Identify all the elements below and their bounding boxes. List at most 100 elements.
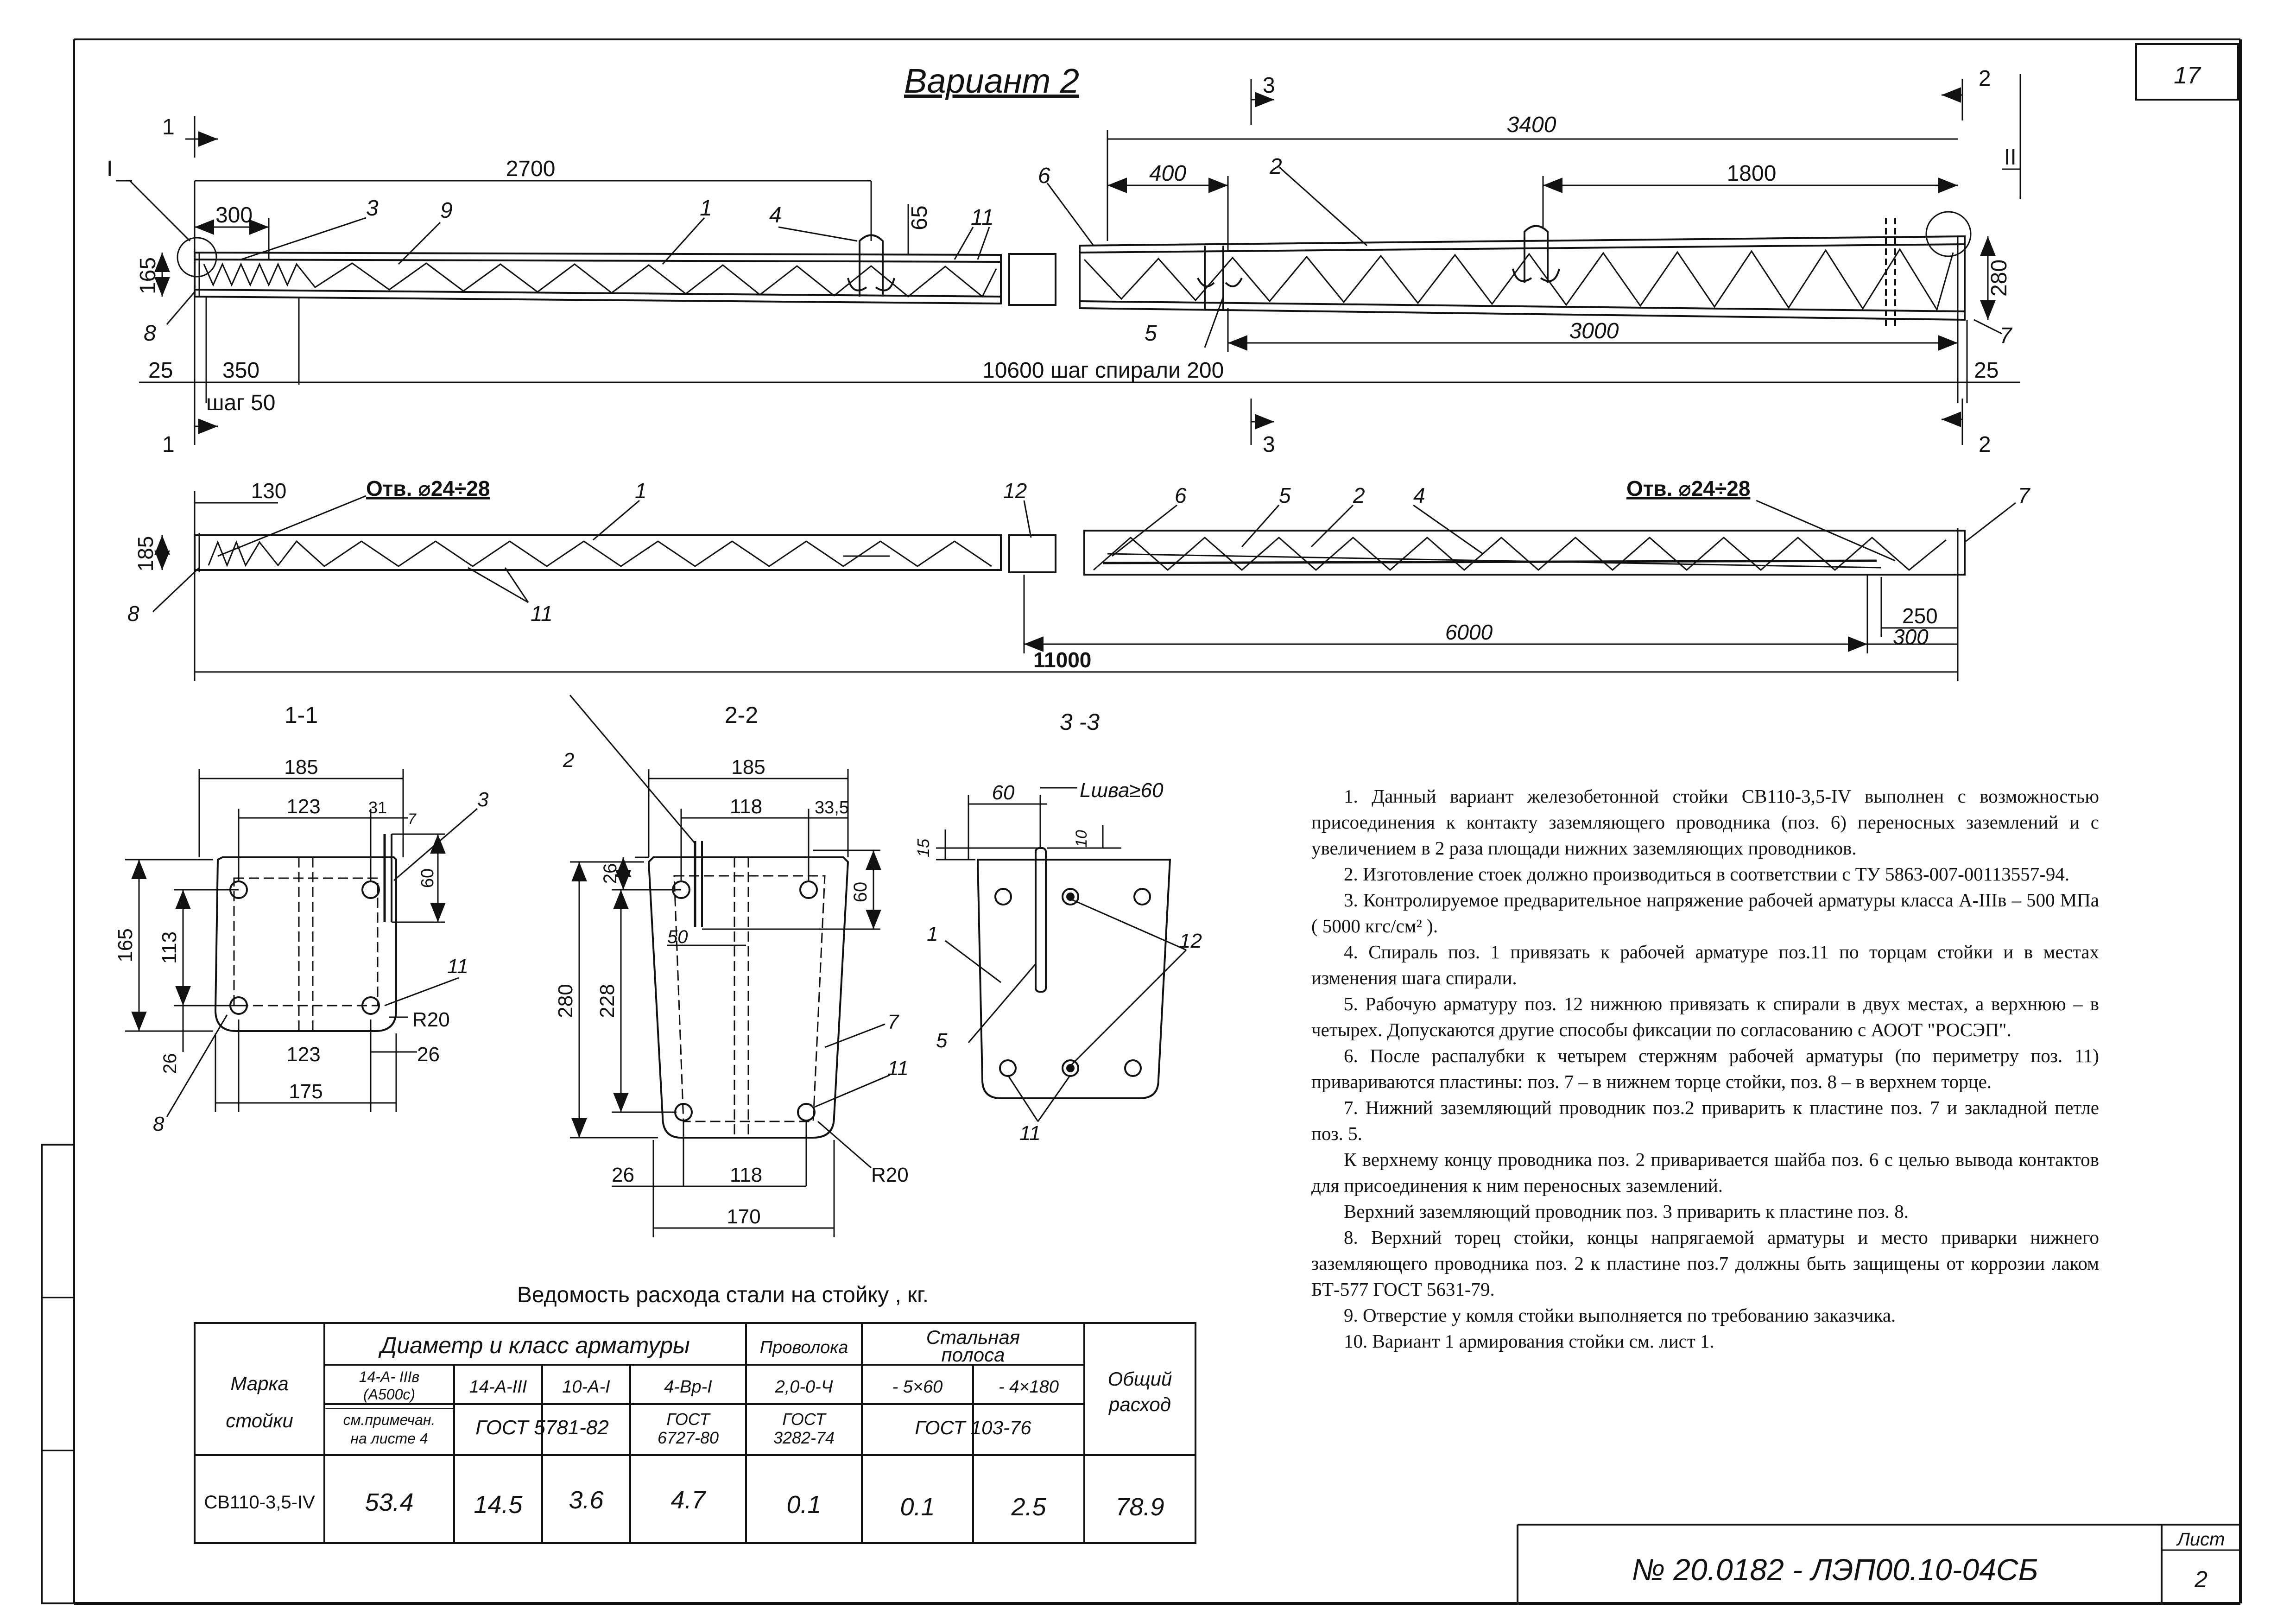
table-header-strip-1: Стальная bbox=[926, 1326, 1020, 1348]
table-col1-b: (А500с) bbox=[363, 1386, 415, 1403]
steel-table-grid bbox=[194, 1322, 1196, 1544]
table-header-total-2: расход bbox=[1108, 1393, 1171, 1415]
table-value-cell: 0.1 bbox=[786, 1491, 821, 1519]
dim-6000: 6000 bbox=[1445, 620, 1493, 644]
table-col1-d: на листе 4 bbox=[350, 1430, 428, 1447]
pos-3-1: 1 bbox=[927, 923, 938, 945]
dim-130: 130 bbox=[251, 479, 287, 503]
spiral-bottom-left bbox=[208, 540, 992, 568]
section-mark-2-top: 2 bbox=[1979, 66, 1991, 91]
table-value-cell: 3.6 bbox=[569, 1486, 604, 1514]
dim-1-26-right: 26 bbox=[417, 1043, 440, 1066]
section-1-1-label: 1-1 bbox=[285, 702, 318, 728]
pos-label-12: 12 bbox=[1003, 479, 1027, 503]
note-item: 10. Вариант 1 армирования стойки см. лис… bbox=[1344, 1330, 1714, 1352]
table-value-cell: 4.7 bbox=[670, 1486, 706, 1514]
table-row-values: 53.4 14.5 3.6 4.7 0.1 0.1 2.5 78.9 bbox=[365, 1486, 1164, 1521]
dim-300: 300 bbox=[215, 203, 253, 228]
dim-300-bottom: 300 bbox=[1893, 625, 1929, 649]
dim-2700: 2700 bbox=[506, 157, 556, 181]
table-value-cell: 14.5 bbox=[474, 1491, 523, 1519]
dim-1-185: 185 bbox=[284, 756, 318, 779]
section-mark-3-top: 3 bbox=[1263, 73, 1275, 98]
section-1-1 bbox=[214, 834, 397, 1032]
table-header-mark-1: Марка bbox=[230, 1373, 288, 1394]
dim-1-165: 165 bbox=[114, 928, 137, 962]
section-1-1-dims bbox=[125, 769, 478, 1117]
pos-label-7: 7 bbox=[1999, 323, 2013, 348]
pos-label-11: 11 bbox=[971, 205, 994, 230]
note-item: 2. Изготовление стоек должно производить… bbox=[1344, 863, 2070, 885]
spiral-bottom-right bbox=[1093, 537, 1947, 571]
table-header-mark-2: стойки bbox=[226, 1410, 293, 1431]
sheet-page: 2 bbox=[2194, 1566, 2207, 1592]
section-2-2-label: 2-2 bbox=[725, 702, 758, 728]
dim-1-26-left: 26 bbox=[160, 1053, 180, 1074]
section-mark-2-bottom: 2 bbox=[1979, 432, 1991, 457]
dim-3400: 3400 bbox=[1507, 113, 1556, 137]
table-col5-std-2: 3282-74 bbox=[773, 1428, 835, 1447]
pos-label-2: 2 bbox=[1269, 154, 1282, 179]
dim-25-left: 25 bbox=[148, 358, 173, 383]
pos-2-11: 11 bbox=[887, 1057, 909, 1080]
table-col67-std: ГОСТ 103-76 bbox=[915, 1417, 1031, 1438]
bottom-view bbox=[194, 528, 1966, 577]
pos-label-4-bottom: 4 bbox=[1413, 483, 1425, 507]
section-3-3 bbox=[976, 847, 1171, 1099]
dim-1-113: 113 bbox=[158, 931, 181, 964]
dim-3-weld: Lшва≥60 bbox=[1080, 779, 1164, 802]
table-value-cell: 78.9 bbox=[1115, 1493, 1164, 1521]
node-label-2: II bbox=[2004, 145, 2017, 170]
pos-2-2: 2 bbox=[563, 749, 574, 772]
dim-2-228: 228 bbox=[596, 984, 619, 1018]
pos-3-12: 12 bbox=[1179, 930, 1202, 952]
note-item: 9. Отверстие у комля стойки выполняется … bbox=[1344, 1304, 1896, 1326]
pos-label-8: 8 bbox=[144, 321, 156, 346]
pos-1-3: 3 bbox=[477, 788, 489, 811]
dim-185-bottom: 185 bbox=[133, 536, 158, 572]
dim-2-280: 280 bbox=[554, 984, 577, 1018]
dim-2-26-bottom: 26 bbox=[612, 1164, 634, 1186]
pos-label-5-bottom: 5 bbox=[1279, 483, 1291, 507]
note-item: 3. Контролируемое предварительное напряж… bbox=[1311, 889, 2099, 937]
note-item: 4. Спираль поз. 1 привязать к рабочей ар… bbox=[1311, 941, 2099, 988]
table-col3: 10-А-I bbox=[562, 1377, 610, 1397]
pos-label-6: 6 bbox=[1038, 164, 1050, 188]
dim-280: 280 bbox=[1987, 260, 2011, 297]
table-col7: - 4×180 bbox=[999, 1377, 1059, 1397]
note-item: 1. Данный вариант железобетонной стойки … bbox=[1311, 785, 2099, 859]
note-item: 6. После распалубки к четырем стержням р… bbox=[1311, 1045, 2099, 1092]
table-row-mark: СВ110-3,5-IV bbox=[204, 1492, 315, 1513]
pos-label-7-bottom: 7 bbox=[2018, 483, 2030, 507]
dim-1-31: 31 bbox=[368, 798, 387, 817]
note-item: Верхний заземляющий проводник поз. 3 при… bbox=[1344, 1201, 1909, 1222]
pos-3-5: 5 bbox=[936, 1029, 948, 1052]
dim-step-50: шаг 50 bbox=[206, 391, 275, 415]
dim-3-60: 60 bbox=[992, 781, 1015, 804]
steel-table-caption: Ведомость расхода стали на стойку , кг. bbox=[517, 1283, 929, 1307]
pos-label-9: 9 bbox=[440, 198, 453, 223]
pos-label-8-bottom: 8 bbox=[127, 602, 139, 626]
top-view bbox=[177, 211, 1972, 321]
dim-2-60: 60 bbox=[850, 882, 871, 903]
note-item: 5. Рабочую арматуру поз. 12 нижнюю привя… bbox=[1311, 993, 2099, 1040]
section-2-2 bbox=[647, 841, 849, 1139]
dim-250: 250 bbox=[1902, 604, 1938, 628]
pos-3-11: 11 bbox=[1019, 1122, 1041, 1145]
dim-2-118-top: 118 bbox=[730, 795, 762, 818]
note-item: К верхнему концу проводника поз. 2 прива… bbox=[1311, 1149, 2099, 1196]
dim-3000: 3000 bbox=[1569, 319, 1619, 343]
pos-label-3: 3 bbox=[366, 196, 379, 221]
dim-2-r20: R20 bbox=[871, 1164, 909, 1186]
sheet-number: 17 bbox=[2174, 62, 2201, 89]
table-col5-std-1: ГОСТ bbox=[782, 1410, 827, 1429]
dim-1800: 1800 bbox=[1727, 161, 1777, 186]
table-col2: 14-А-III bbox=[469, 1377, 527, 1397]
pos-1-11: 11 bbox=[447, 955, 468, 978]
spiral-top-left bbox=[203, 262, 997, 298]
dim-2-118-bottom: 118 bbox=[730, 1164, 762, 1186]
dim-1-123-bottom: 123 bbox=[286, 1043, 320, 1066]
table-col5: 2,0-0-Ч bbox=[775, 1377, 833, 1397]
pos-label-6-bottom: 6 bbox=[1175, 483, 1187, 507]
